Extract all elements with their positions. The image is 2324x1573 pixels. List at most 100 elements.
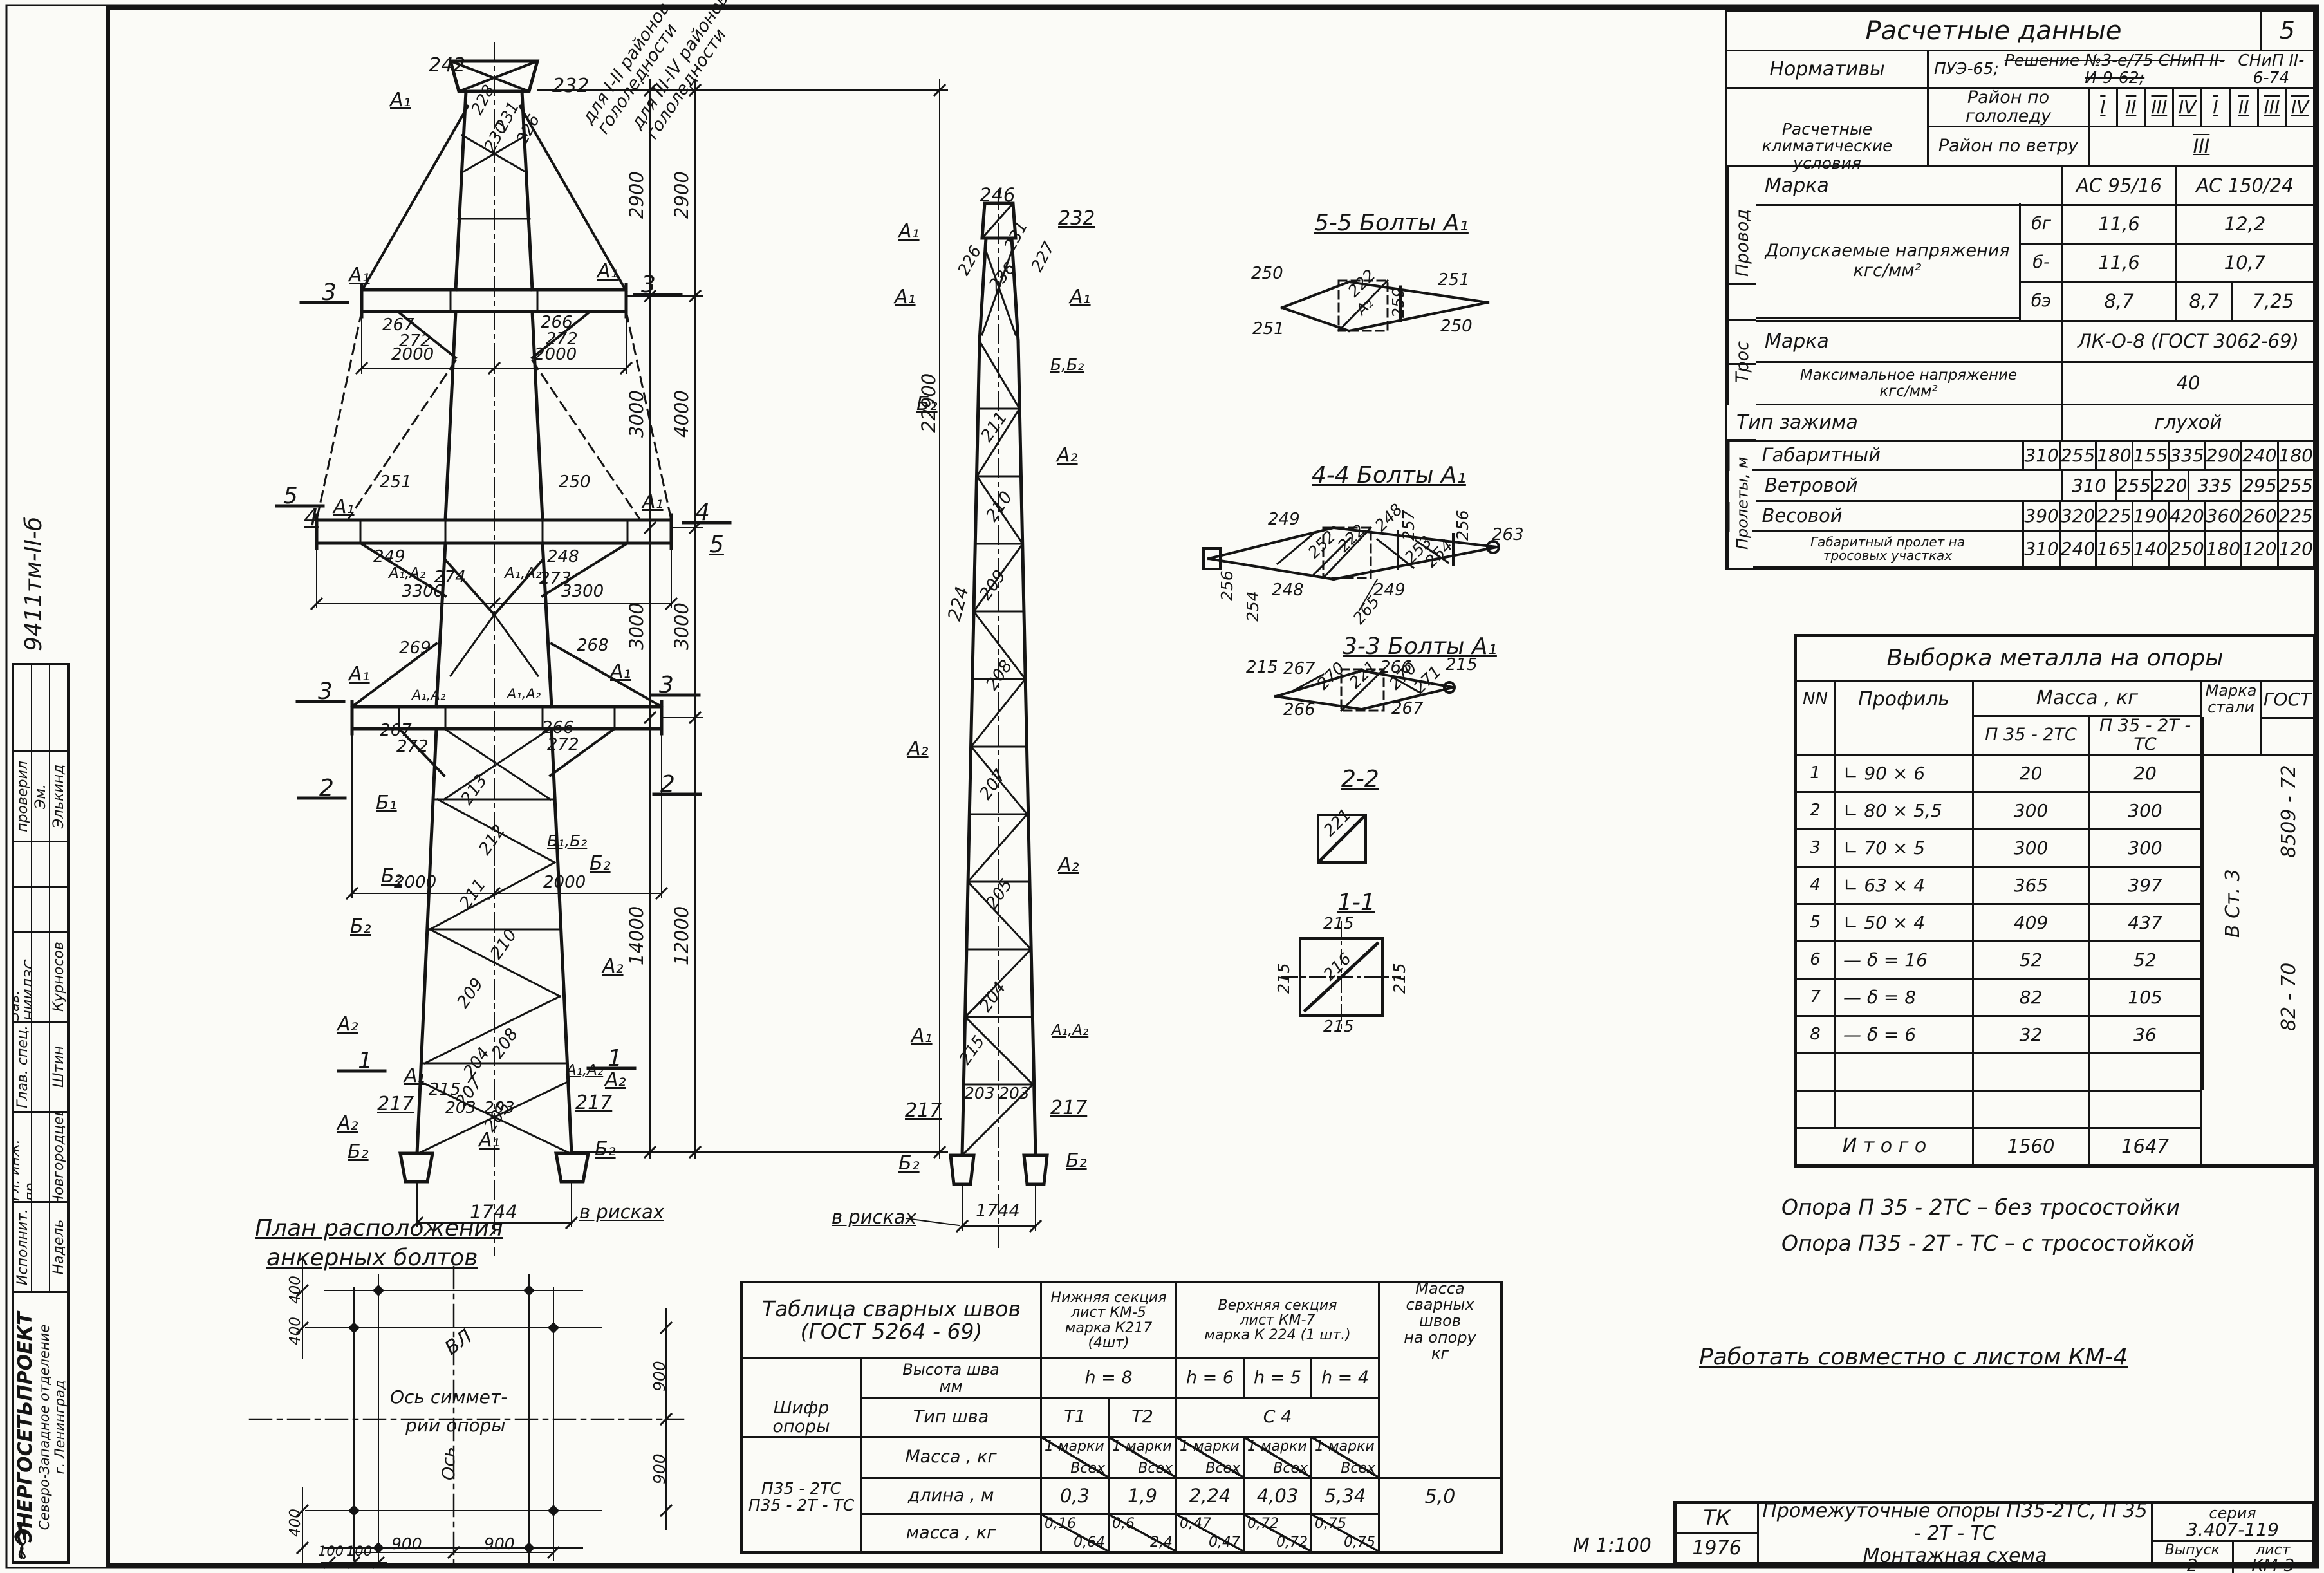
drawing-title-line2: Монтажная схема — [1863, 1544, 2047, 1567]
drawing-label: 3000 — [626, 390, 647, 438]
drawing-label: 12000 — [671, 906, 693, 965]
drawing-label: 5 — [283, 483, 298, 509]
table-cell: III — [2256, 89, 2285, 126]
span-wind-label: Ветровой — [1756, 471, 2063, 502]
metal-cell-m2: 52 — [2090, 942, 2202, 980]
metal-cell-n: 4 — [1797, 868, 1836, 905]
issue-label: Выпуск — [2164, 1542, 2220, 1558]
drawing-label: 900 — [391, 1534, 422, 1553]
drawing-title-line1: Промежуточные опоры П35-2ТС, П 35 - 2Т -… — [1762, 1499, 2148, 1545]
drawing-label: 2000 — [391, 345, 434, 364]
len-v: 1,9 — [1110, 1479, 1177, 1515]
drawing-label: 203 — [964, 1084, 995, 1103]
drawing-label: А₁ — [404, 1065, 425, 1087]
col-nn-spacer — [1797, 717, 1836, 756]
issue-sheet-row: Выпуск 2 лист КМ-3 — [2153, 1542, 2312, 1573]
drawing-label: 249 — [1373, 581, 1406, 600]
detail-1-1 — [1281, 921, 1401, 1033]
span-group-label: Пролеты, м — [1727, 439, 1756, 565]
metal-cell-m2 — [2090, 1054, 2202, 1092]
table-cell: 180 — [2276, 442, 2313, 469]
drawing-label: Б₁ — [376, 792, 397, 814]
table-cell: 155 — [2131, 442, 2168, 469]
drawing-label: 249 — [373, 547, 405, 566]
metal-cell-m2: 300 — [2090, 793, 2202, 830]
drawing-label: 215 — [1323, 1017, 1354, 1036]
drawing-label: А₁,А₂ — [505, 565, 542, 582]
cable-mark: ЛК-О-8 (ГОСТ 3062-69) — [2063, 322, 2313, 363]
metal-cell-p: ∟ 90 × 6 — [1836, 756, 1974, 793]
stamp-person-kurnosov: Зав. НИИЛЗС Курносов — [14, 931, 67, 1560]
drawing-label: 3-3 Болты А₁ — [1343, 633, 1497, 660]
norm-label: Нормативы — [1727, 51, 1929, 89]
drawing-label: А₁ — [895, 286, 916, 308]
table-cell: I — [2200, 89, 2229, 126]
total-1: 1560 — [1974, 1129, 2090, 1166]
metal-cell-n — [1797, 1092, 1836, 1129]
metal-cell-p: ∟ 70 × 5 — [1836, 830, 1974, 868]
maxstress-value: 40 — [2063, 363, 2313, 405]
drawing-label: 248 — [1272, 581, 1304, 600]
h4: h = 4 — [1312, 1359, 1380, 1399]
table-cell: 240 — [2058, 532, 2095, 566]
drawing-label: анкерных болтов — [266, 1245, 478, 1271]
drawing-label: 2900 — [671, 171, 693, 219]
len-label: длина , м — [862, 1479, 1042, 1515]
table-cell: 220 — [2151, 471, 2188, 500]
drawing-label: 217 — [575, 1092, 613, 1114]
drawing-label: 249 — [1268, 510, 1300, 529]
anchor-plan-drawing — [248, 1256, 685, 1570]
stamp-role: Зав. НИИЛЗС — [14, 933, 32, 1021]
steel-grade: В Ст. 3 — [2202, 717, 2262, 1090]
table-cell: 335 — [2187, 471, 2241, 500]
drawing-label: 3 — [322, 279, 337, 306]
table-cell: 310 — [2024, 537, 2059, 559]
stamp-name: Надель — [50, 1219, 67, 1275]
stamp-name: Штин — [50, 1045, 67, 1088]
drawing-label: Б₂ — [1066, 1150, 1087, 1172]
drawing-label: 3 — [659, 672, 674, 698]
document-number: 9411тм-II-б — [21, 516, 47, 651]
sigma-e-v1: 8,7 — [2063, 283, 2177, 322]
metal-cell-n: 5 — [1797, 905, 1836, 942]
outer-border — [5, 4, 2319, 1569]
anchor-bolts — [348, 1285, 559, 1554]
org-name: ЭНЕРГОСЕТЬПРОЕКТ — [14, 1312, 37, 1543]
drawing-label: 2000 — [394, 873, 437, 892]
gost-8509: 8509 - 72 — [2262, 717, 2316, 904]
calc-data-table: Расчетные данные 5 Нормативы ПУЭ-65; Реш… — [1725, 9, 2316, 570]
drawing-label: Б₂ — [590, 852, 611, 875]
col-mass: Масса , кг — [1974, 682, 2202, 717]
series-box: серия 3.407-119 Выпуск 2 лист КМ-3 — [2153, 1504, 2312, 1573]
drawing-label: 3300 — [402, 582, 445, 601]
wire-group-label: Провод — [1727, 165, 1756, 319]
metal-cell-spacer — [2202, 1092, 2313, 1129]
metal-cell-m2: 437 — [2090, 905, 2202, 942]
tk-label: ТК — [1677, 1504, 1757, 1534]
metal-cell-p: ∟ 80 × 5,5 — [1836, 793, 1974, 830]
drawing-label: 203 — [484, 1098, 515, 1117]
shifr-label: Шифр опоры — [743, 1399, 862, 1438]
mass-label: Масса , кг — [862, 1438, 1042, 1479]
note-opora-1: Опора П 35 - 2ТС – без тросостойки — [1781, 1195, 2180, 1220]
drawing-label: 14000 — [626, 906, 647, 965]
note-work-with: Работать совместно с листом КМ-4 — [1699, 1344, 2128, 1370]
drawing-label: 100 — [346, 1543, 373, 1559]
drawing-label: 217 — [1050, 1097, 1088, 1119]
stamp-org: ЭНЕРГОСЕТЬПРОЕКТ Северо-Западное отделен… — [14, 1291, 68, 1561]
sigma-minus-v2: 10,7 — [2177, 245, 2313, 283]
drawing-label: 266 — [542, 718, 574, 738]
metal-cell-p: — δ = 16 — [1836, 942, 1974, 980]
drawing-label: 5 — [709, 532, 724, 558]
drawing-label: 3300 — [561, 582, 604, 601]
scale-label: М 1:100 — [1573, 1534, 1651, 1557]
maxstress-label: Максимальное напряжение кгс/мм² — [1756, 363, 2063, 405]
drawing-label: Б₂ — [898, 1152, 920, 1175]
table-cell: 190 — [2131, 502, 2168, 530]
